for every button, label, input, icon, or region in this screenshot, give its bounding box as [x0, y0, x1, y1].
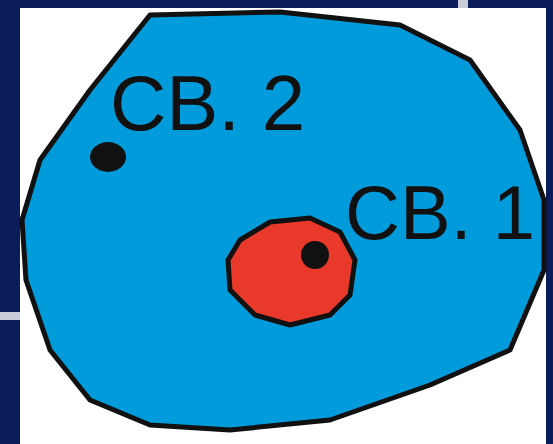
region-outline [22, 12, 544, 430]
region-outline [228, 218, 355, 325]
blob-outline [225, 215, 360, 330]
well-dot [301, 241, 329, 269]
frame-bar [458, 0, 468, 8]
frame-bar [0, 312, 20, 320]
white-panel [20, 8, 546, 444]
well-label: СВ. 1 [345, 175, 535, 251]
aquifer-region: СВ. 2 СВ. 1 [20, 8, 548, 436]
well-dot [90, 142, 126, 172]
well-label: СВ. 2 [110, 64, 305, 142]
contamination-zone: СВ. 1 [225, 215, 360, 330]
